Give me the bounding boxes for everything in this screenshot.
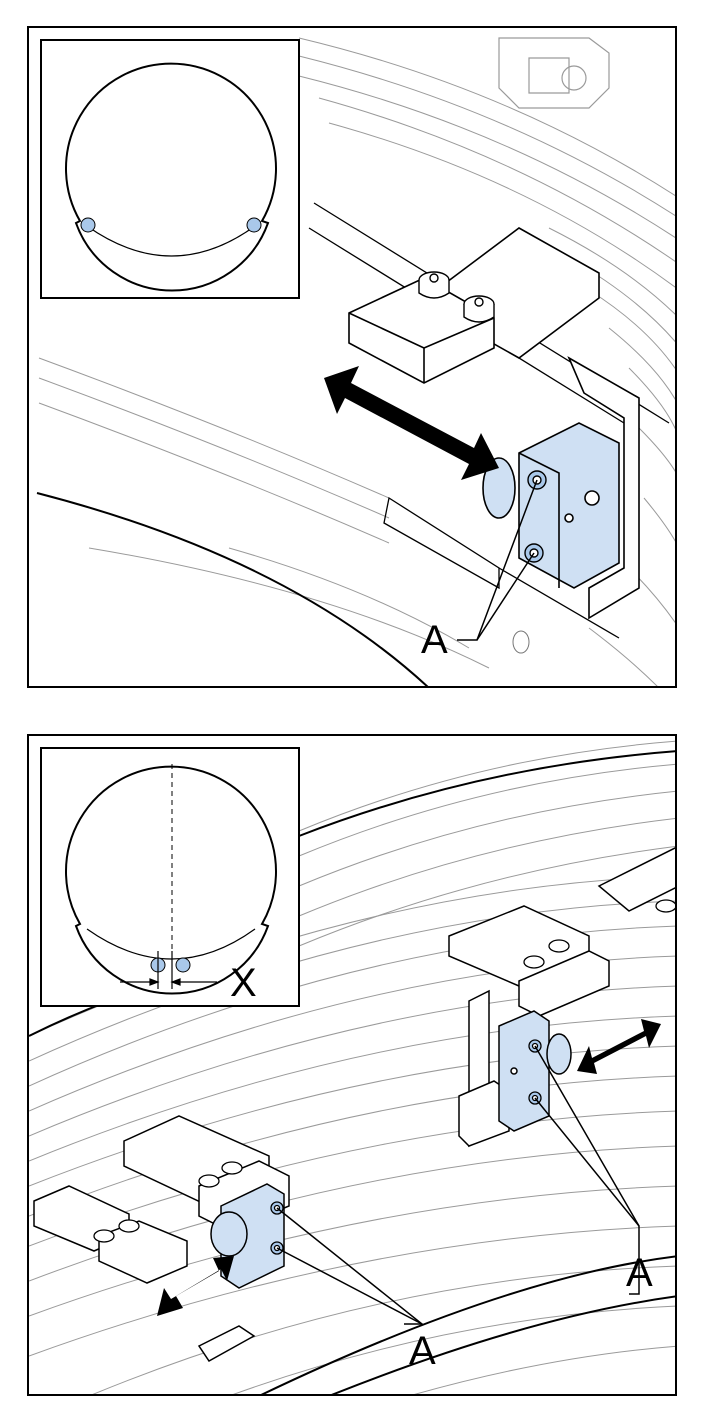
callout-label: A <box>421 618 448 662</box>
top-figure-panel: A <box>27 26 677 688</box>
right-assembly <box>448 847 675 1148</box>
outer-curve <box>36 492 429 686</box>
mounting-block <box>482 422 620 589</box>
right-mounting-block <box>498 1010 572 1132</box>
callout-label-right: A <box>626 1251 653 1295</box>
callout-label-left: A <box>409 1329 436 1373</box>
callout-leader <box>457 479 538 641</box>
contact-point <box>246 217 262 233</box>
dimension-label: X <box>230 961 257 1005</box>
frame <box>567 356 640 620</box>
clamp-bolt <box>93 1161 243 1243</box>
dimension-marker <box>120 951 217 989</box>
right-adjustment-arrow <box>577 1019 661 1074</box>
contact-point <box>175 957 191 973</box>
inset-detail <box>40 39 300 299</box>
inset-detail: X <box>40 747 300 1007</box>
left-adjustment-arrow <box>157 1256 234 1316</box>
callout-leader <box>276 1045 640 1325</box>
ghost-fixture <box>498 37 610 109</box>
contact-point <box>80 217 96 233</box>
wafer-diagram <box>65 62 277 292</box>
outer-curve <box>29 750 675 1394</box>
clamp-bolt <box>523 899 675 969</box>
clamp-bolt <box>418 271 495 323</box>
bottom-figure-panel: A A X <box>27 734 677 1396</box>
bottom-figure-drawing: A A <box>29 740 675 1394</box>
top-figure-drawing: A <box>36 37 675 686</box>
wafer-diagram: X <box>65 764 277 1005</box>
adjustment-arrow <box>324 366 499 480</box>
left-mounting-block <box>210 1183 285 1289</box>
clamp-block <box>348 227 600 384</box>
washer <box>512 630 530 654</box>
